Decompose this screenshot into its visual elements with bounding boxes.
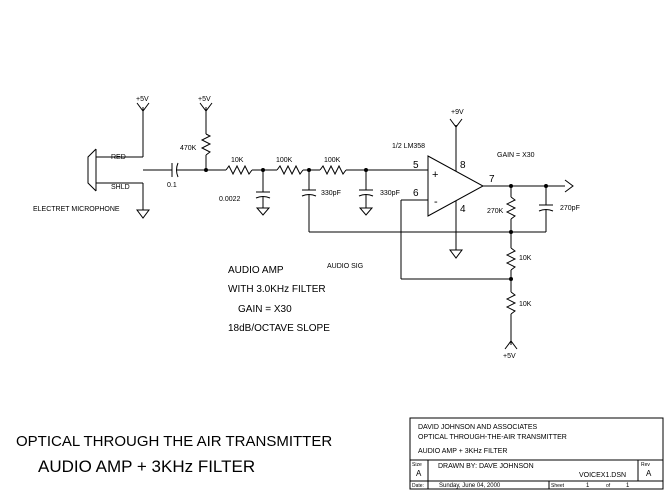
resistor-100k-a <box>276 164 304 176</box>
tb-sheet-total: 1 <box>626 483 630 489</box>
mic-red-label: RED <box>111 154 126 161</box>
pin4-label: 4 <box>460 204 466 215</box>
tb-rev-label: Rev <box>641 462 650 468</box>
r1-label: 10K <box>231 157 244 164</box>
capacitor-0022 <box>255 170 271 216</box>
input-cap-label: 0.1 <box>167 182 177 189</box>
opamp-label: 1/2 LM358 <box>392 143 425 150</box>
junction-dots <box>204 168 548 281</box>
rdiv2-label: 10K <box>519 301 532 308</box>
opamp-minus-label: - <box>434 196 438 208</box>
tb-sheet-num: 1 <box>586 483 590 489</box>
rf-label: 270K <box>487 208 504 215</box>
opamp-supply-label: +9V <box>451 109 464 116</box>
pin8-label: 8 <box>460 160 466 171</box>
note-line-3: GAIN = X30 <box>238 304 292 315</box>
bias-resistor-label: 470K <box>180 145 197 152</box>
input-capacitor <box>171 162 179 178</box>
tb-drawn-by: DRAWN BY: DAVE JOHNSON <box>438 463 534 470</box>
tb-of-label: of <box>606 483 611 489</box>
note-line-2: WITH 3.0KHz FILTER <box>228 284 326 295</box>
main-title: OPTICAL THROUGH THE AIR TRANSMITTER <box>16 433 332 450</box>
mic-shld-label: SHLD <box>111 184 130 191</box>
note-line-1: AUDIO AMP <box>228 265 284 276</box>
cf-label: 270pF <box>560 205 580 212</box>
bias-supply-label: +5V <box>198 96 211 103</box>
tb-size: A <box>416 469 422 478</box>
audio-sig-label: AUDIO SIG <box>327 263 363 270</box>
r2-label: 100K <box>276 157 293 164</box>
tb-rev: A <box>646 469 652 478</box>
rdiv1-label: 10K <box>519 255 532 262</box>
c2-label: 330pF <box>321 190 341 197</box>
mic-supply <box>136 102 150 157</box>
tb-sheet-label: Sheet <box>551 483 565 489</box>
tb-date-label: Date: <box>412 483 424 489</box>
tb-project: OPTICAL THROUGH-THE-AIR TRANSMITTER <box>418 434 567 441</box>
pin7-label: 7 <box>489 174 495 185</box>
opamp-lm358 <box>401 118 574 259</box>
r3-label: 100K <box>324 157 341 164</box>
c1-label: 0.0022 <box>219 196 241 203</box>
capacitor-330pf-ground <box>358 170 374 216</box>
resistor-100k-b <box>319 164 347 176</box>
tb-sheet-title: AUDIO AMP + 3KHz FILTER <box>418 448 507 455</box>
capacitor-330pf-feedback <box>301 170 317 232</box>
electret-microphone <box>87 148 143 192</box>
tb-size-label: Size <box>412 462 422 468</box>
c3-label: 330pF <box>380 190 400 197</box>
tb-date: Sunday, June 04, 2000 <box>439 483 501 489</box>
note-line-4: 18dB/OCTAVE SLOPE <box>228 323 330 334</box>
pin6-label: 6 <box>413 188 419 199</box>
mic-ground <box>136 183 150 219</box>
resistor-10k <box>225 164 253 176</box>
title-block <box>409 417 664 490</box>
gain-label: GAIN = X30 <box>497 152 535 159</box>
sub-title: AUDIO AMP + 3KHz FILTER <box>38 457 255 476</box>
tb-company: DAVID JOHNSON AND ASSOCIATES <box>418 424 537 431</box>
bias-resistor <box>199 102 213 170</box>
pin5-label: 5 <box>413 160 419 171</box>
mic-name-label: ELECTRET MICROPHONE <box>33 206 120 213</box>
mic-supply-label: +5V <box>136 96 149 103</box>
tb-file: VOICEX1.DSN <box>579 472 626 479</box>
divider-supply-label: +5V <box>503 353 516 360</box>
opamp-plus-label: + <box>432 169 438 181</box>
